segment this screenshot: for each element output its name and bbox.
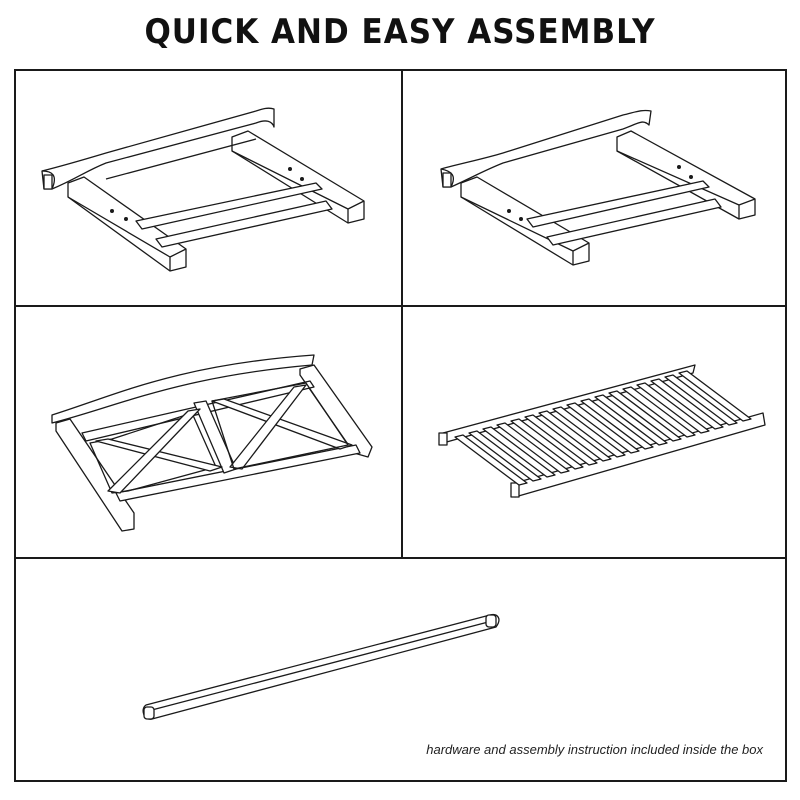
right-post [299,364,373,458]
left-post [55,418,135,532]
armrest-rail [41,107,275,190]
support-rail-illustration [142,613,500,720]
lower-stretcher [546,198,722,246]
backrest-illustration [51,354,373,532]
bottom-rail [115,444,361,502]
armrest-rail [440,109,652,188]
front-leg [67,176,187,272]
left-side-frame-illustration [41,107,365,272]
panel-slatted-seat [401,305,787,559]
panel-right-side-frame [401,69,787,307]
upper-stretcher [526,180,710,228]
support-rail [142,613,500,720]
page-title: QUICK AND EASY ASSEMBLY [144,12,656,52]
front-leg [460,176,590,266]
lower-stretcher [155,200,333,248]
panel-backrest [14,305,403,559]
panel-support-rail: hardware and assembly instruction includ… [14,557,787,782]
slatted-seat-illustration [438,364,766,498]
right-side-frame-illustration [440,109,756,266]
footer-note: hardware and assembly instruction includ… [426,742,763,757]
upper-stretcher [135,182,323,230]
panel-left-side-frame [14,69,403,307]
seat-slats [454,370,752,486]
